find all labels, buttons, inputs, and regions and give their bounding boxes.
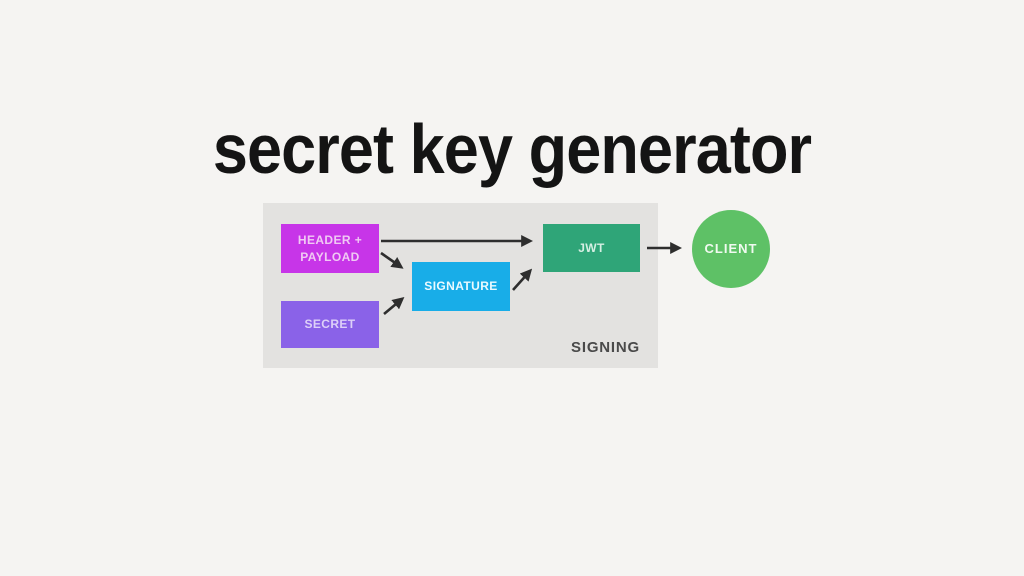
node-jwt: JWT bbox=[543, 224, 640, 272]
node-header-payload-label: HEADER + PAYLOAD bbox=[297, 233, 363, 264]
page-title: secret key generator bbox=[212, 109, 812, 188]
node-secret: SECRET bbox=[281, 301, 379, 348]
node-signature-label: SIGNATURE bbox=[424, 279, 498, 294]
node-jwt-label: JWT bbox=[578, 240, 605, 255]
node-signature: SIGNATURE bbox=[412, 262, 510, 311]
node-secret-label: SECRET bbox=[304, 317, 356, 332]
node-client: CLIENT bbox=[692, 210, 770, 288]
node-client-label: CLIENT bbox=[704, 241, 758, 257]
signing-panel: HEADER + PAYLOAD SECRET SIGNATURE JWT SI… bbox=[263, 203, 658, 368]
signing-label: SIGNING bbox=[571, 339, 640, 356]
node-header-payload: HEADER + PAYLOAD bbox=[281, 224, 379, 273]
